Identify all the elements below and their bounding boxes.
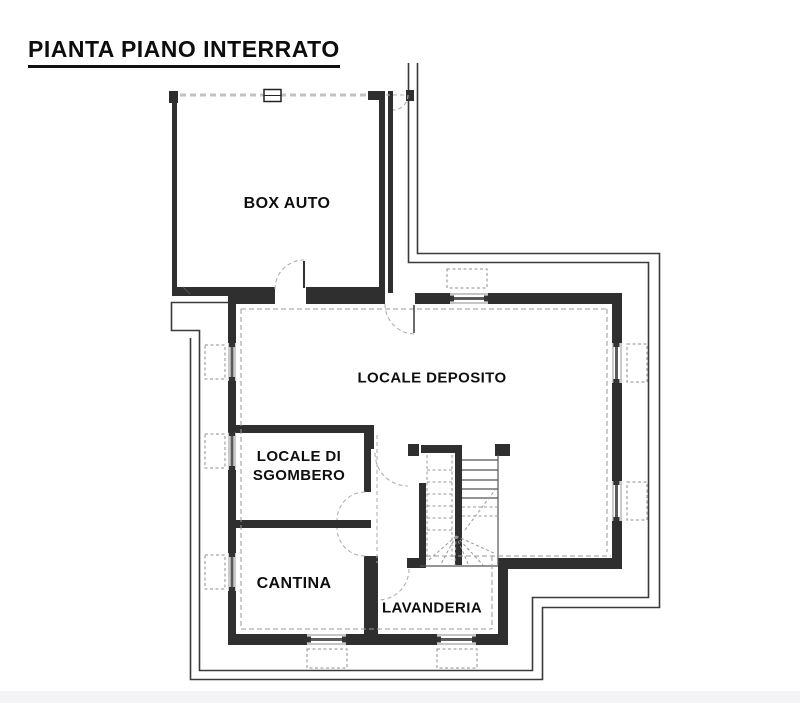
room-label-deposito: LOCALE DEPOSITO — [357, 369, 507, 387]
deposito-door-arc — [384, 303, 416, 335]
boundary-outer-line — [189, 63, 661, 681]
light-wells — [204, 268, 648, 669]
site-boundary — [170, 63, 661, 681]
exterior-walls — [228, 293, 622, 645]
sgombero-door-arc — [336, 491, 366, 521]
room-label-box-auto: BOX AUTO — [243, 195, 331, 212]
cantina-door-arc — [336, 527, 366, 557]
garage-door — [180, 88, 366, 103]
window-sash-bars — [230, 297, 618, 641]
hall-door-arc — [374, 452, 409, 487]
windows — [228, 293, 622, 645]
room-label-sgombero-line1: LOCALE DI — [256, 448, 342, 465]
room-label-sgombero-line2: SGOMBERO — [252, 467, 346, 484]
room-label-cantina: CANTINA — [256, 575, 332, 592]
page-bottom-strip — [0, 691, 800, 703]
box-auto-walls — [169, 90, 414, 296]
staircase — [420, 455, 499, 567]
room-label-lavanderia: LAVANDERIA — [381, 599, 483, 617]
staircase-hidden-lines — [426, 455, 498, 567]
lavanderia-door-arc — [377, 568, 410, 601]
window-end-caps — [229, 295, 620, 643]
room-label-sgombero: LOCALE DI SGOMBERO — [253, 447, 345, 485]
corridor-entry-door — [386, 94, 409, 111]
page-title: PIANTA PIANO INTERRATO — [28, 36, 340, 68]
door-arcs — [336, 303, 416, 601]
window — [228, 293, 622, 645]
stair-direction-line — [464, 489, 496, 531]
upper-floor-projection — [240, 308, 611, 630]
boundary-inner-line — [170, 63, 650, 672]
interior-walls — [228, 425, 510, 645]
wall-tick — [182, 286, 191, 295]
box-auto-door — [274, 259, 305, 290]
